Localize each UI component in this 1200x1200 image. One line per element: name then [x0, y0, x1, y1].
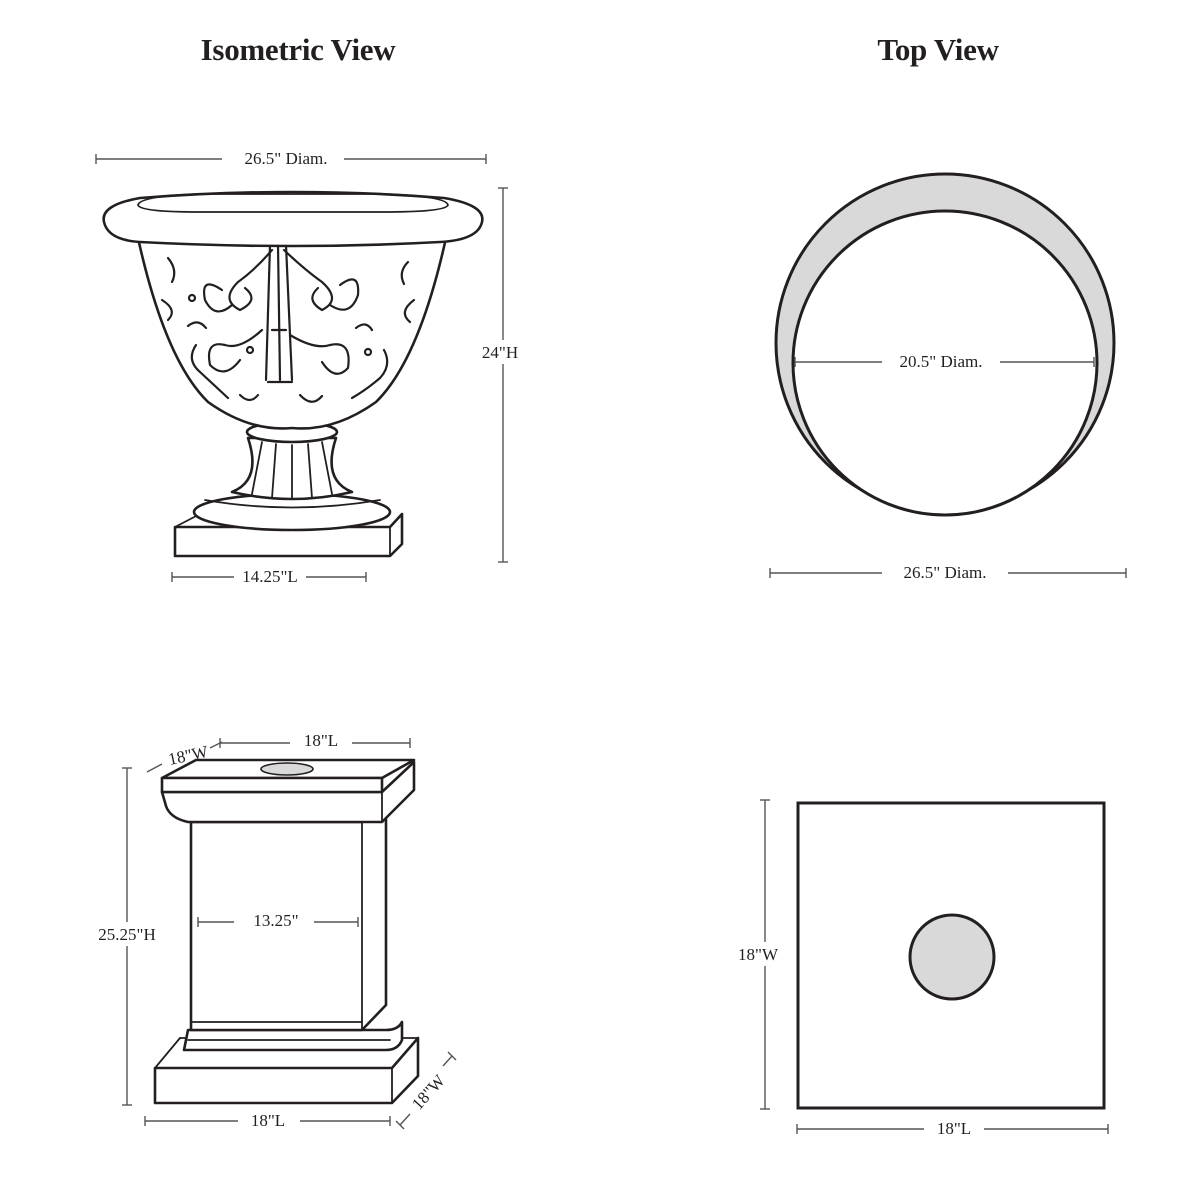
urn-iso-height-dimension: 24"H	[476, 187, 528, 563]
urn-iso-base-dimension: 14.25"L	[171, 567, 367, 586]
urn-iso-diameter-dimension: 26.5" Diam.	[95, 149, 487, 168]
pedestal-shaft-dimension: 13.25"	[197, 911, 359, 930]
pedestal-top-length-dimension: 18"L	[219, 731, 411, 750]
pedestal-base-length-label: 18"L	[251, 1111, 285, 1130]
urn-top-outer-label: 26.5" Diam.	[904, 563, 987, 582]
pedestal-shaft-label: 13.25"	[253, 911, 298, 930]
pedestal-top-length-dimension-h: 18"L	[796, 1119, 1109, 1138]
urn-top-inner-dimension: 20.5" Diam.	[794, 352, 1095, 371]
urn-scroll-ornament	[160, 243, 416, 403]
isometric-view-heading: Isometric View	[200, 32, 396, 67]
urn-top-drawing	[774, 172, 1116, 517]
urn-iso-diameter-label: 26.5" Diam.	[245, 149, 328, 168]
pedestal-top-view-length-label: 18"L	[937, 1119, 971, 1138]
pedestal-top-width-dimension-v: 18"W	[734, 799, 784, 1110]
pedestal-base-molding	[182, 1020, 404, 1052]
urn-top-inner-circle	[791, 209, 1099, 517]
urn-bowl	[136, 236, 448, 430]
urn-iso-height-label: 24"H	[482, 343, 518, 362]
top-view-heading: Top View	[877, 32, 999, 67]
pedestal-height-dimension: 25.25"H	[92, 767, 162, 1106]
urn-isometric-drawing	[102, 190, 484, 558]
urn-top-outer-dimension: 26.5" Diam.	[769, 563, 1127, 582]
pedestal-height-label: 25.25"H	[98, 925, 155, 944]
urn-rim	[102, 190, 484, 248]
pedestal-top-drawing	[796, 801, 1106, 1110]
pedestal-isometric-drawing	[153, 758, 420, 1105]
urn-top-inner-label: 20.5" Diam.	[900, 352, 983, 371]
pedestal-top-hole	[260, 762, 314, 776]
pedestal-base-length-dimension: 18"L	[144, 1111, 391, 1130]
pedestal-top-length-label: 18"L	[304, 731, 338, 750]
pedestal-top-hole-circle	[908, 913, 996, 1001]
urn-iso-base-label: 14.25"L	[242, 567, 298, 586]
pedestal-top-view-width-label: 18"W	[738, 945, 779, 964]
